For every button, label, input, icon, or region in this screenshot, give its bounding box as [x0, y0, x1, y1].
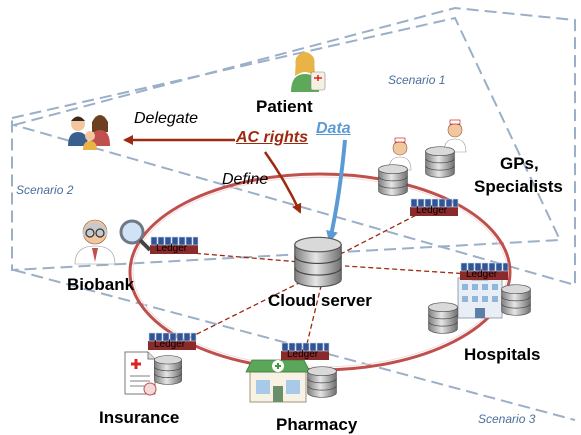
- ledger-hospitals-label: Ledger: [466, 269, 498, 280]
- define-arrow: [263, 151, 302, 214]
- delegate-label: Delegate: [134, 110, 199, 127]
- hospitals-label: Hospitals: [464, 345, 541, 364]
- scenario-2-label: Scenario 2: [16, 183, 74, 197]
- scenario-1-label: Scenario 1: [388, 73, 446, 87]
- data-arrow: [326, 139, 347, 243]
- gps-label-line1: GPs,: [500, 154, 539, 173]
- pharmacy-store-icon: [245, 359, 311, 403]
- doctor-icon: [388, 137, 412, 171]
- cloud-server-label: Cloud server: [268, 291, 372, 310]
- specialist-database-icon: [425, 146, 455, 178]
- family-icon: [68, 115, 110, 150]
- hospital-database-icon-2: [501, 284, 531, 316]
- define-label: Define: [222, 171, 269, 188]
- patient-icon: [291, 52, 326, 92]
- ledger-gps-label: Ledger: [416, 205, 448, 216]
- ac-rights-label: AC rights: [236, 129, 308, 146]
- scenario-1-region: [10, 6, 576, 287]
- cloud-server-icon: [294, 236, 342, 288]
- data-label: Data: [316, 120, 351, 137]
- magnifier-icon: [119, 219, 152, 252]
- scenario-2-region: [11, 16, 562, 272]
- insurance-label: Insurance: [99, 408, 180, 427]
- patient-label: Patient: [256, 97, 313, 116]
- hospital-database-icon-1: [428, 302, 458, 334]
- gp-database-icon: [378, 164, 408, 196]
- insurance-database-icon: [154, 355, 182, 385]
- pharmacy-label: Pharmacy: [276, 415, 358, 434]
- biobank-label: Biobank: [67, 275, 135, 294]
- ledger-pharmacy-label: Ledger: [287, 349, 319, 360]
- nurse-icon: [443, 119, 467, 153]
- gps-label-line2: Specialists: [474, 177, 563, 196]
- cloud-connections: [174, 207, 486, 353]
- ledger-biobank-label: Ledger: [156, 243, 188, 254]
- biobank-scientist-icon: [74, 219, 116, 265]
- insurance-document-icon: [124, 351, 157, 396]
- scenario-3-label: Scenario 3: [478, 412, 536, 426]
- ledger-insurance-label: Ledger: [154, 339, 186, 350]
- pharmacy-database-icon: [307, 366, 337, 398]
